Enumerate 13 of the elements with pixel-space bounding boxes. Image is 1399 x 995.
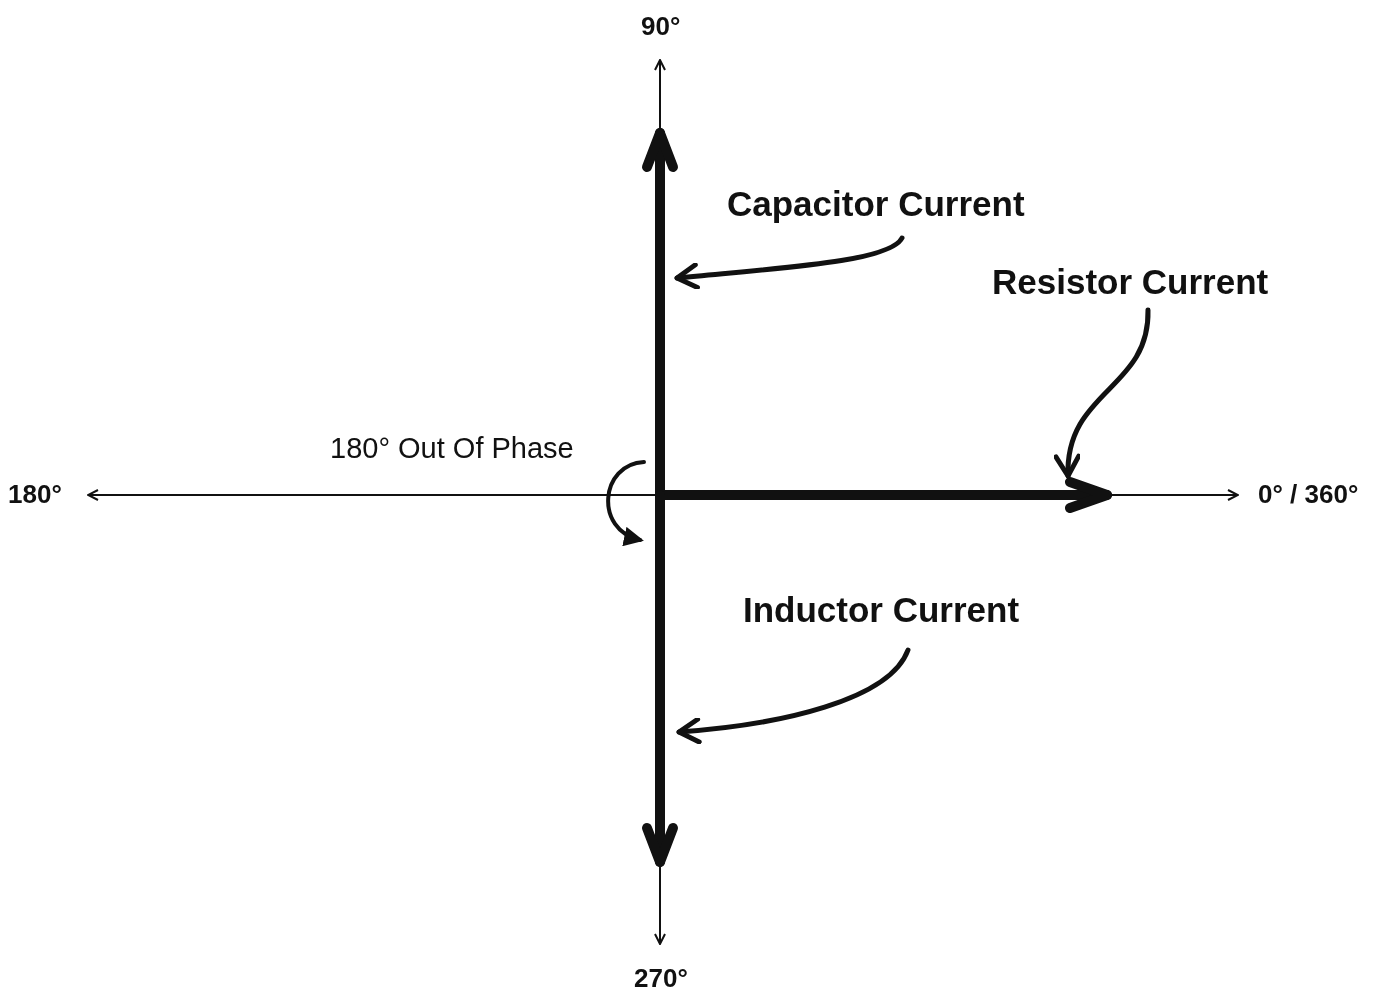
angle-label: 270° — [634, 964, 688, 994]
angle-label: 90° — [641, 12, 681, 42]
phasor-label: Capacitor Current — [727, 184, 1025, 225]
phasor-arrow — [645, 125, 675, 495]
angle-label: 180° — [8, 480, 62, 510]
phasor-label: Inductor Current — [743, 590, 1020, 631]
edge-label: 180° Out Of Phase — [330, 432, 574, 466]
leader-line — [674, 235, 905, 290]
leader-line — [676, 647, 911, 745]
angle-label: 0° / 360° — [1258, 480, 1359, 510]
curved-arrow — [606, 460, 646, 545]
phasor-label: Resistor Current — [992, 262, 1269, 303]
leader-line — [1055, 307, 1151, 479]
